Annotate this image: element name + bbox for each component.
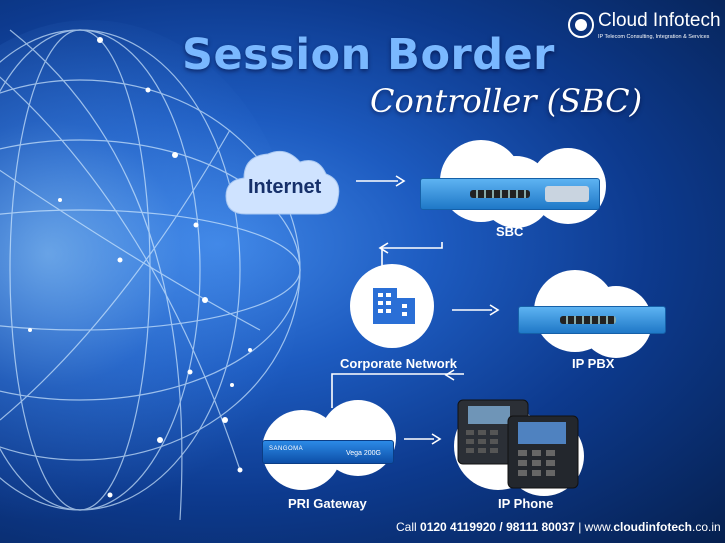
arrow-left-icon <box>331 373 464 408</box>
node-internet-label: Internet <box>248 176 322 198</box>
building-icon <box>373 288 415 324</box>
pri-gateway-device: SANGOMA Vega 200G <box>262 440 394 464</box>
arrow-left-icon <box>444 369 455 381</box>
node-pri-label: PRI Gateway <box>288 496 367 511</box>
title-line2: Controller (SBC) <box>370 82 643 120</box>
logo-mark-icon <box>568 12 594 38</box>
footer-separator: | <box>574 520 585 534</box>
node-ipphone-label: IP Phone <box>498 496 554 511</box>
pri-cloud-b <box>320 400 396 476</box>
ippbx-device <box>518 306 666 334</box>
node-corporate-label: Corporate Network <box>340 356 458 371</box>
footer-phones: 0120 4119920 / 98111 80037 <box>420 520 575 534</box>
footer-contact: Call 0120 4119920 / 98111 80037 | www.cl… <box>396 520 721 534</box>
footer-web-prefix: www. <box>584 520 614 534</box>
title-line1: Session Border <box>182 30 555 80</box>
logo-brand: Cloud Infotech <box>598 10 721 31</box>
vega-brand: SANGOMA <box>269 446 304 452</box>
company-logo: Cloud Infotech IP Telecom Consulting, In… <box>568 10 721 48</box>
node-ippbx-label: IP PBX <box>572 356 615 371</box>
internet-cloud-icon <box>225 150 340 215</box>
arrow-left-icon <box>378 242 443 276</box>
footer-web-bold: cloudinfotech <box>613 520 692 534</box>
ippbx-device-ports <box>560 316 616 324</box>
arrow-right-icon <box>452 304 500 316</box>
footer-web-suffix: .co.in <box>692 520 721 534</box>
sbc-device-ports <box>470 190 530 198</box>
footer-prefix: Call <box>396 520 421 534</box>
sbc-device-panel <box>545 186 589 202</box>
node-sbc-label: SBC <box>496 224 524 239</box>
ip-phone-icon <box>457 399 579 489</box>
arrow-right-icon <box>356 175 406 187</box>
logo-tagline: IP Telecom Consulting, Integration & Ser… <box>598 34 710 40</box>
arrow-right-icon <box>404 433 442 445</box>
vega-model: Vega 200G <box>345 450 381 457</box>
